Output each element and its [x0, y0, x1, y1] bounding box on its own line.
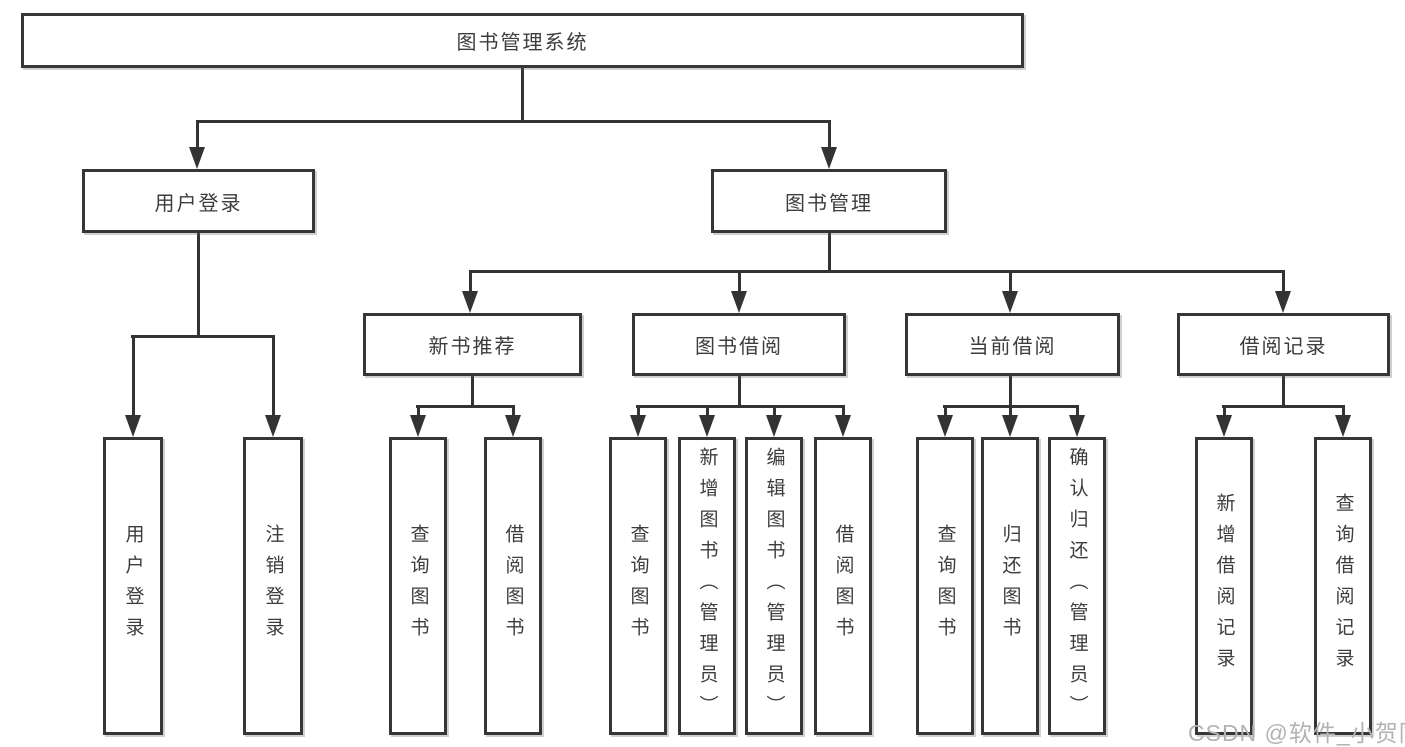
arrow-down-icon	[821, 147, 837, 169]
leaf-query-books-borrow: 查询图书	[609, 437, 667, 735]
connector-user-login-rail	[131, 335, 274, 338]
leaf-query-books-recommend: 查询图书	[389, 437, 447, 735]
connector-shaft	[1342, 405, 1345, 417]
node-label: 图书管理系统	[456, 32, 589, 54]
leaf-label: 用户登录	[122, 524, 144, 648]
leaf-user-login: 用户登录	[103, 437, 163, 735]
leaf-query-books-current: 查询图书	[916, 437, 974, 735]
arrow-down-icon	[1335, 415, 1351, 437]
arrow-down-icon	[265, 415, 281, 437]
leaf-query-borrow-record: 查询借阅记录	[1314, 437, 1372, 735]
connector-shaft	[132, 335, 135, 417]
arrow-down-icon	[125, 415, 141, 437]
node-new-book-recommendation: 新书推荐	[363, 313, 582, 376]
arrow-down-icon	[731, 291, 747, 313]
node-book-borrowing: 图书借阅	[632, 313, 846, 376]
arrow-down-icon	[505, 415, 521, 437]
connector-root-drop	[521, 68, 524, 122]
arrow-down-icon	[1069, 415, 1085, 437]
arrow-down-icon	[1002, 291, 1018, 313]
connector-shaft	[637, 405, 640, 417]
connector-shaft	[1282, 270, 1285, 293]
leaf-label: 编辑图书（管理员）	[763, 446, 785, 726]
node-label: 当前借阅	[968, 336, 1057, 358]
leaf-borrow-books-recommend: 借阅图书	[484, 437, 542, 735]
connector-drop	[738, 376, 741, 407]
leaf-label: 查询图书	[627, 524, 649, 648]
node-label: 新书推荐	[428, 336, 517, 358]
node-label: 图书管理	[785, 192, 873, 215]
node-current-borrowing: 当前借阅	[905, 313, 1120, 376]
node-borrowing-records: 借阅记录	[1177, 313, 1390, 376]
connector-shaft	[512, 405, 515, 417]
leaf-label: 确认归还（管理员）	[1066, 446, 1088, 726]
leaf-label: 查询图书	[934, 524, 956, 648]
connector-level2-rail	[196, 120, 830, 123]
connector-drop	[471, 376, 474, 407]
leaf-label: 查询借阅记录	[1332, 493, 1354, 679]
node-book-management: 图书管理	[711, 169, 947, 233]
connector-shaft	[469, 270, 472, 293]
connector-shaft	[706, 405, 709, 417]
leaf-edit-book-admin: 编辑图书（管理员）	[745, 437, 803, 735]
connector-shaft	[773, 405, 776, 417]
leaf-return-books: 归还图书	[981, 437, 1039, 735]
arrow-down-icon	[410, 415, 426, 437]
connector-shaft	[738, 270, 741, 293]
connector-shaft	[1009, 405, 1012, 417]
arrow-down-icon	[189, 147, 205, 169]
arrow-down-icon	[1275, 291, 1291, 313]
leaf-label: 借阅图书	[832, 524, 854, 648]
connector-drop	[1282, 376, 1285, 407]
connector-shaft	[842, 405, 845, 417]
connector-shaft	[1009, 270, 1012, 293]
leaf-label: 新增图书（管理员）	[696, 446, 718, 726]
connector-shaft	[828, 120, 831, 149]
connector-rail	[416, 405, 515, 408]
connector-drop	[1009, 376, 1012, 407]
connector-book-mgmt-drop	[828, 233, 831, 272]
connector-shaft	[1223, 405, 1226, 417]
arrow-down-icon	[1216, 415, 1232, 437]
leaf-logout: 注销登录	[243, 437, 303, 735]
node-book-management-system: 图书管理系统	[21, 13, 1024, 68]
leaf-add-borrow-record: 新增借阅记录	[1195, 437, 1253, 735]
node-label: 图书借阅	[695, 336, 783, 358]
connector-rail	[1222, 405, 1345, 408]
arrow-down-icon	[462, 291, 478, 313]
connector-shaft	[1076, 405, 1079, 417]
node-label: 用户登录	[154, 192, 243, 215]
csdn-watermark: CSDN @软件_小贺同学	[1188, 720, 1405, 746]
connector-rail	[636, 405, 845, 408]
leaf-label: 归还图书	[999, 524, 1021, 648]
connector-shaft	[196, 120, 199, 149]
arrow-down-icon	[835, 415, 851, 437]
leaf-borrow-books: 借阅图书	[814, 437, 872, 735]
connector-shaft	[944, 405, 947, 417]
arrow-down-icon	[1002, 415, 1018, 437]
node-label: 借阅记录	[1239, 336, 1328, 358]
connector-user-login-drop	[197, 233, 200, 337]
arrow-down-icon	[699, 415, 715, 437]
arrow-down-icon	[937, 415, 953, 437]
connector-level3-rail	[469, 270, 1285, 273]
leaf-add-book-admin: 新增图书（管理员）	[678, 437, 736, 735]
leaf-confirm-return-admin: 确认归还（管理员）	[1048, 437, 1106, 735]
connector-shaft	[417, 405, 420, 417]
leaf-label: 借阅图书	[502, 524, 524, 648]
leaf-label: 注销登录	[262, 524, 284, 648]
arrow-down-icon	[766, 415, 782, 437]
connector-shaft	[272, 335, 275, 417]
leaf-label: 新增借阅记录	[1213, 493, 1235, 679]
node-user-login: 用户登录	[82, 169, 315, 233]
arrow-down-icon	[630, 415, 646, 437]
leaf-label: 查询图书	[407, 524, 429, 648]
